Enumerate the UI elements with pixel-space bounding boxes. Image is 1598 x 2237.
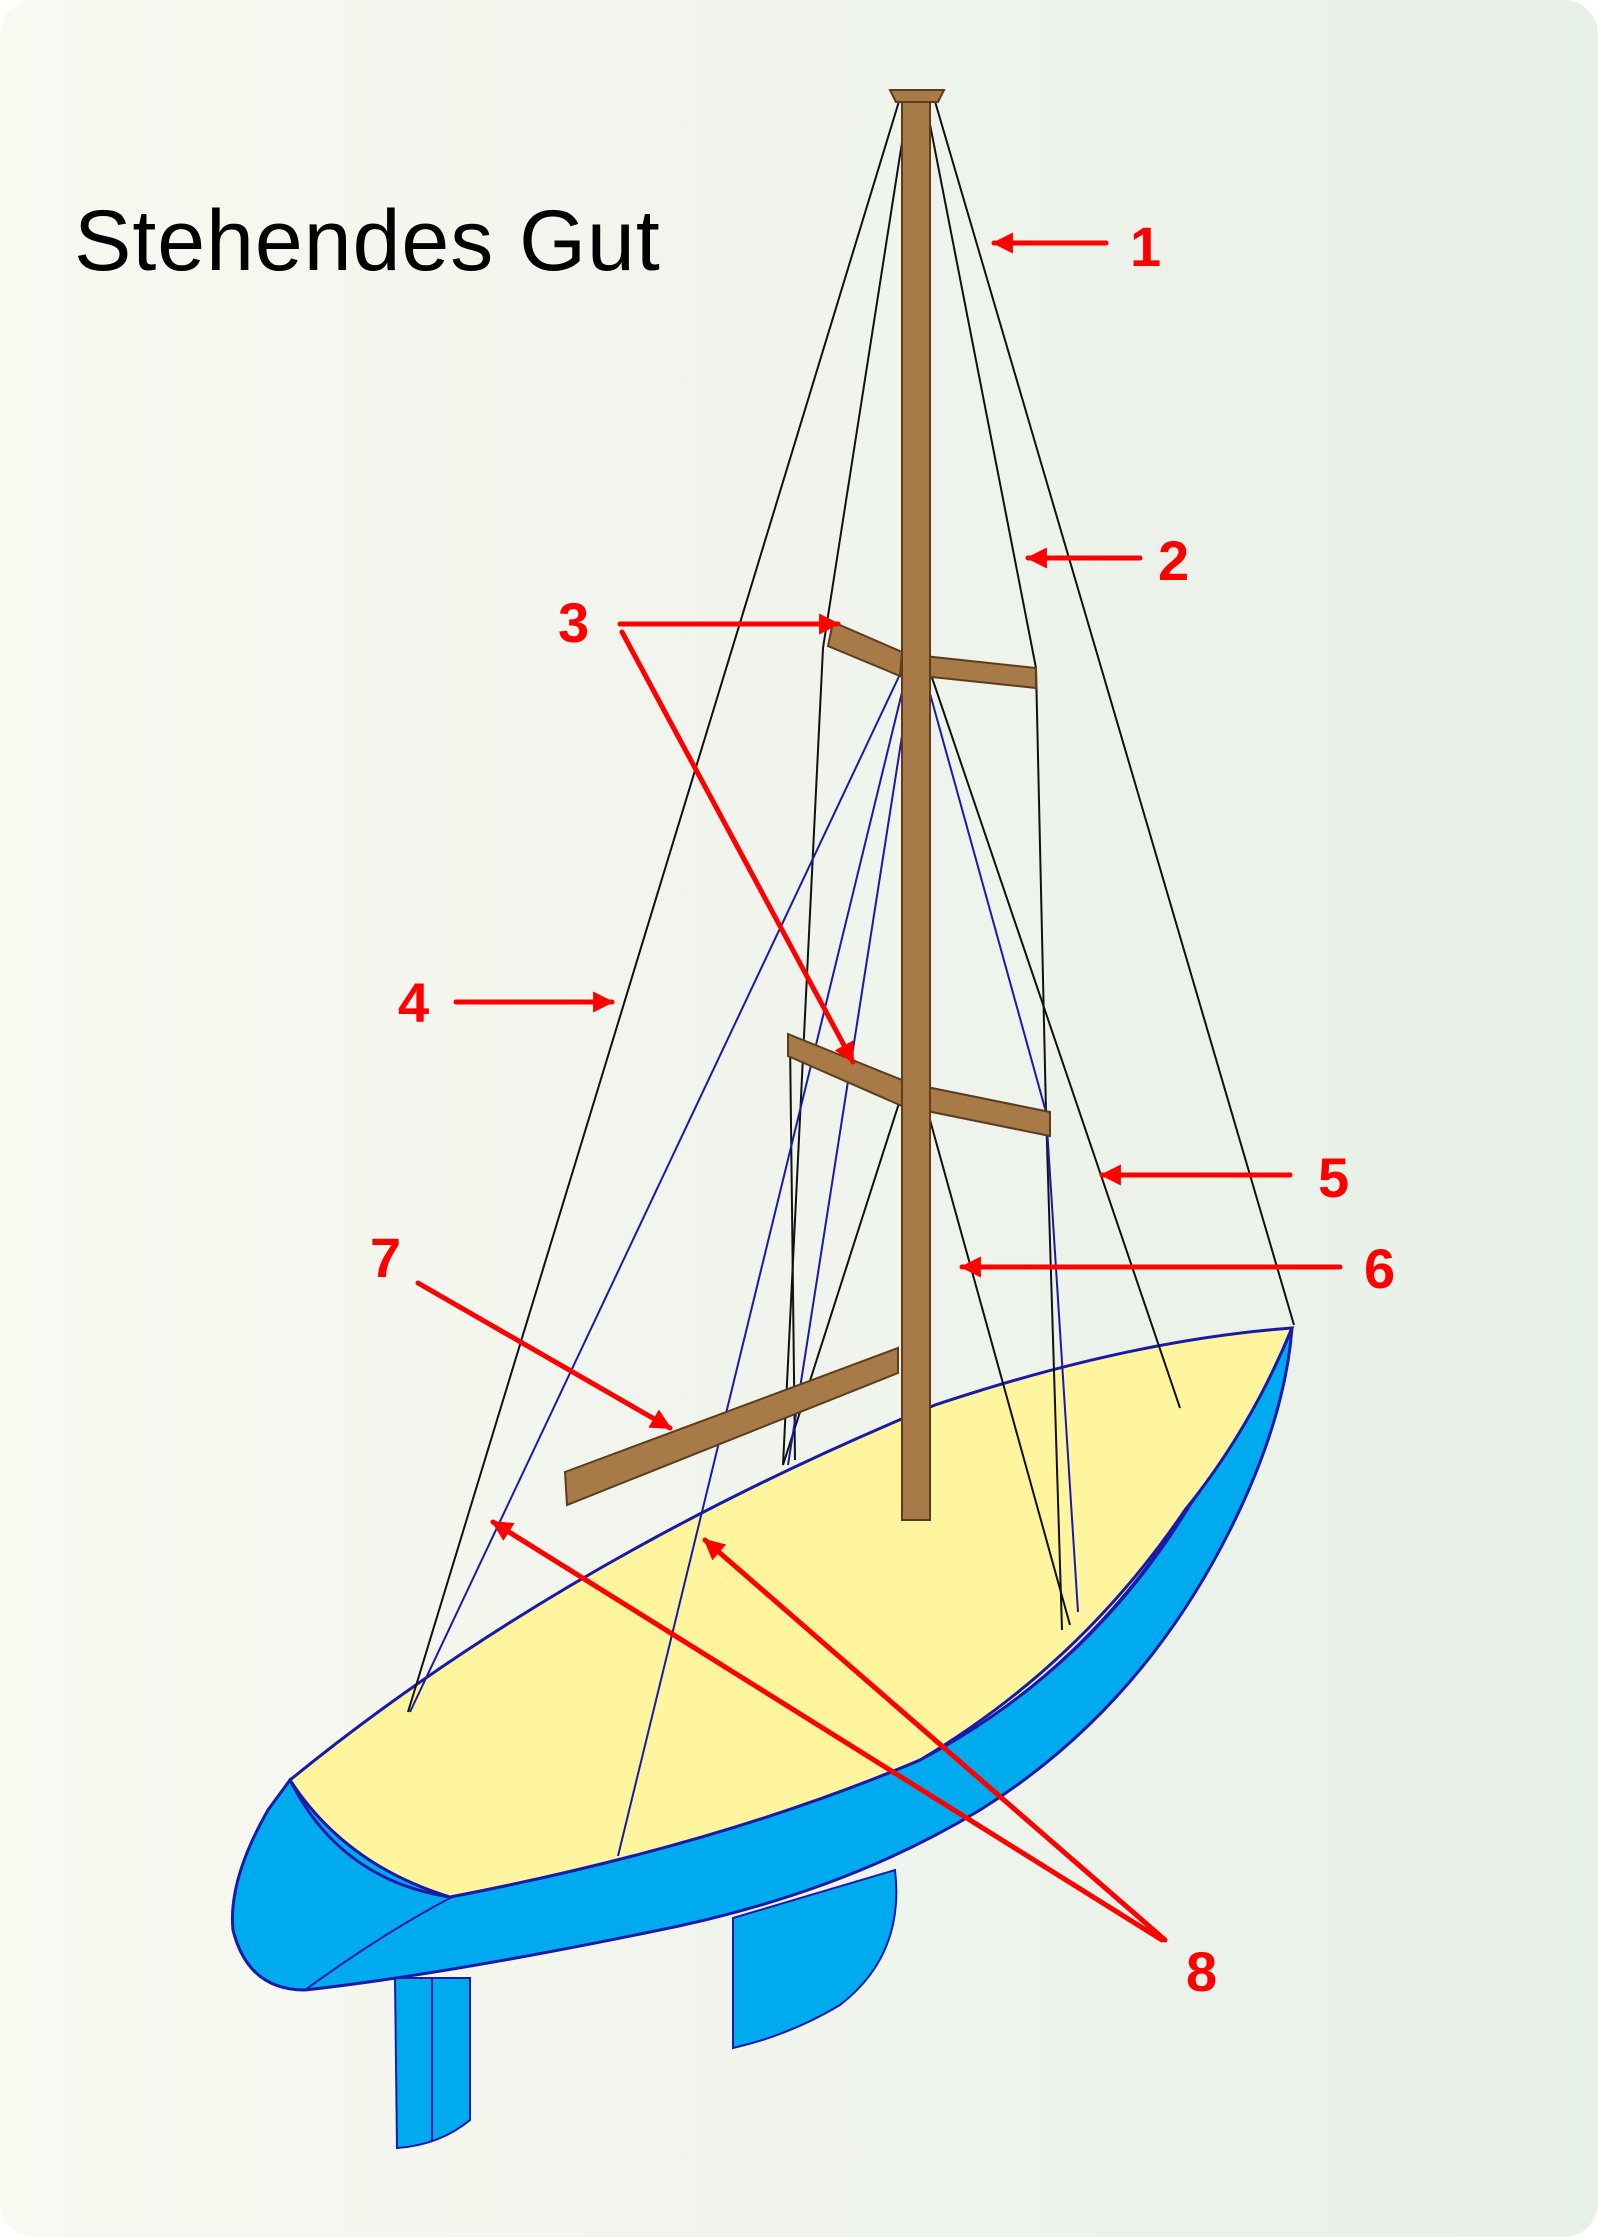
callout-2: 2 — [1158, 529, 1189, 592]
callout-3: 3 — [558, 591, 589, 654]
arrow-8b — [702, 1537, 1168, 1943]
callout-labels: 1 2 3 4 5 6 7 8 — [370, 215, 1395, 2003]
keel — [732, 1868, 898, 2050]
callout-1: 1 — [1130, 215, 1161, 278]
spreader-upper-left — [826, 620, 904, 678]
callout-4: 4 — [398, 971, 429, 1034]
callout-7: 7 — [370, 1226, 401, 1289]
keel-and-rudder — [393, 1868, 898, 2150]
page-title: Stehendes Gut — [74, 193, 661, 289]
masthead — [888, 89, 946, 103]
mast — [901, 99, 931, 1521]
spreader-upper-right — [920, 654, 1037, 690]
callout-5: 5 — [1318, 1146, 1349, 1209]
arrow-8a — [490, 1519, 1165, 1943]
arrow-3-lower — [619, 629, 856, 1065]
boom — [563, 1346, 899, 1507]
sheer-line — [304, 1896, 453, 1991]
callout-8: 8 — [1186, 1940, 1217, 2003]
callout-6: 6 — [1364, 1237, 1395, 1300]
spars — [563, 89, 1051, 1521]
spreader-lower-right — [921, 1084, 1051, 1138]
arrow-7 — [415, 1280, 673, 1431]
callout-arrows — [415, 232, 1343, 1943]
